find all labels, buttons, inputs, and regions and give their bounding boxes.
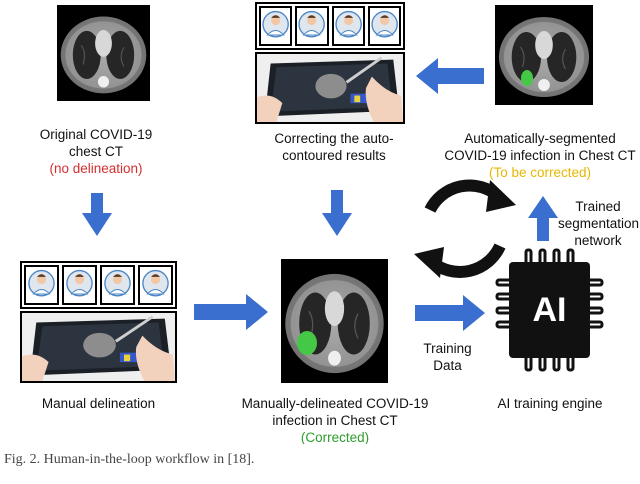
label-trained-network: Trained segmentation network — [558, 198, 640, 249]
tablet-photo-bottom — [20, 311, 177, 383]
figure-caption-area: Fig. 2. Human-in-the-loop workflow in [1… — [0, 444, 640, 484]
lesion-mark — [521, 70, 533, 86]
doctor-icon — [24, 265, 59, 305]
label-auto-line1: Automatically-segmented — [464, 131, 616, 146]
label-manual-ct-note: (Corrected) — [300, 430, 370, 445]
label-manual-ct-line2: infection in Chest CT — [272, 413, 398, 428]
label-original-line1: Original COVID-19 — [39, 127, 153, 142]
arrow-right-training — [415, 295, 485, 331]
label-trained-line1: Trained — [575, 199, 621, 214]
label-trained-line3: network — [574, 233, 622, 248]
doctors-strip-bottom — [20, 261, 177, 309]
label-original-line2: chest CT — [68, 144, 123, 159]
doctor-icon — [295, 6, 329, 46]
label-auto-segmented: Automatically-segmented COVID-19 infecti… — [440, 130, 640, 181]
doctor-icon — [259, 6, 293, 46]
figure-caption: Fig. 2. Human-in-the-loop workflow in [1… — [4, 452, 255, 467]
label-correcting-line2: contoured results — [282, 148, 386, 163]
lesion-mark — [297, 331, 317, 355]
doctor-icon — [331, 6, 365, 46]
doctor-icon — [62, 265, 97, 305]
doctor-icon — [367, 6, 401, 46]
arrow-right-manual — [194, 294, 268, 330]
label-correcting-line1: Correcting the auto- — [274, 131, 394, 146]
label-training-line1: Training — [423, 341, 472, 356]
label-trained-line2: segmentation — [558, 216, 640, 231]
arrow-down-original — [82, 193, 112, 236]
ct-original — [56, 4, 151, 102]
label-auto-note: (To be corrected) — [488, 165, 592, 180]
arrow-down-correcting — [322, 190, 352, 236]
doctors-strip-top — [255, 2, 405, 50]
arrow-up-trained — [528, 196, 558, 241]
doctor-icon — [100, 265, 135, 305]
label-training-line2: Data — [433, 358, 462, 373]
label-original: Original COVID-19 chest CT (no delineati… — [10, 126, 182, 177]
label-ai-engine: AI training engine — [497, 396, 603, 411]
arrow-left-auto — [416, 58, 484, 94]
ct-auto-segmented — [494, 4, 594, 106]
label-original-note: (no delineation) — [49, 161, 143, 176]
label-training-data: Training Data — [410, 340, 485, 374]
label-auto-line2: COVID-19 infection in Chest CT — [444, 148, 636, 163]
label-correcting: Correcting the auto- contoured results — [248, 130, 420, 164]
ai-chip-text: AI — [532, 291, 567, 329]
label-manual-ct-line1: Manually-delineated COVID-19 — [241, 396, 429, 411]
tablet-photo-top — [255, 52, 405, 124]
doctor-icon — [138, 265, 173, 305]
label-manually-delineated: Manually-delineated COVID-19 infection i… — [225, 395, 445, 446]
label-manual-delineation: Manual delineation — [41, 396, 156, 411]
ct-manually-delineated — [280, 258, 389, 384]
ai-chip-icon — [495, 248, 604, 372]
